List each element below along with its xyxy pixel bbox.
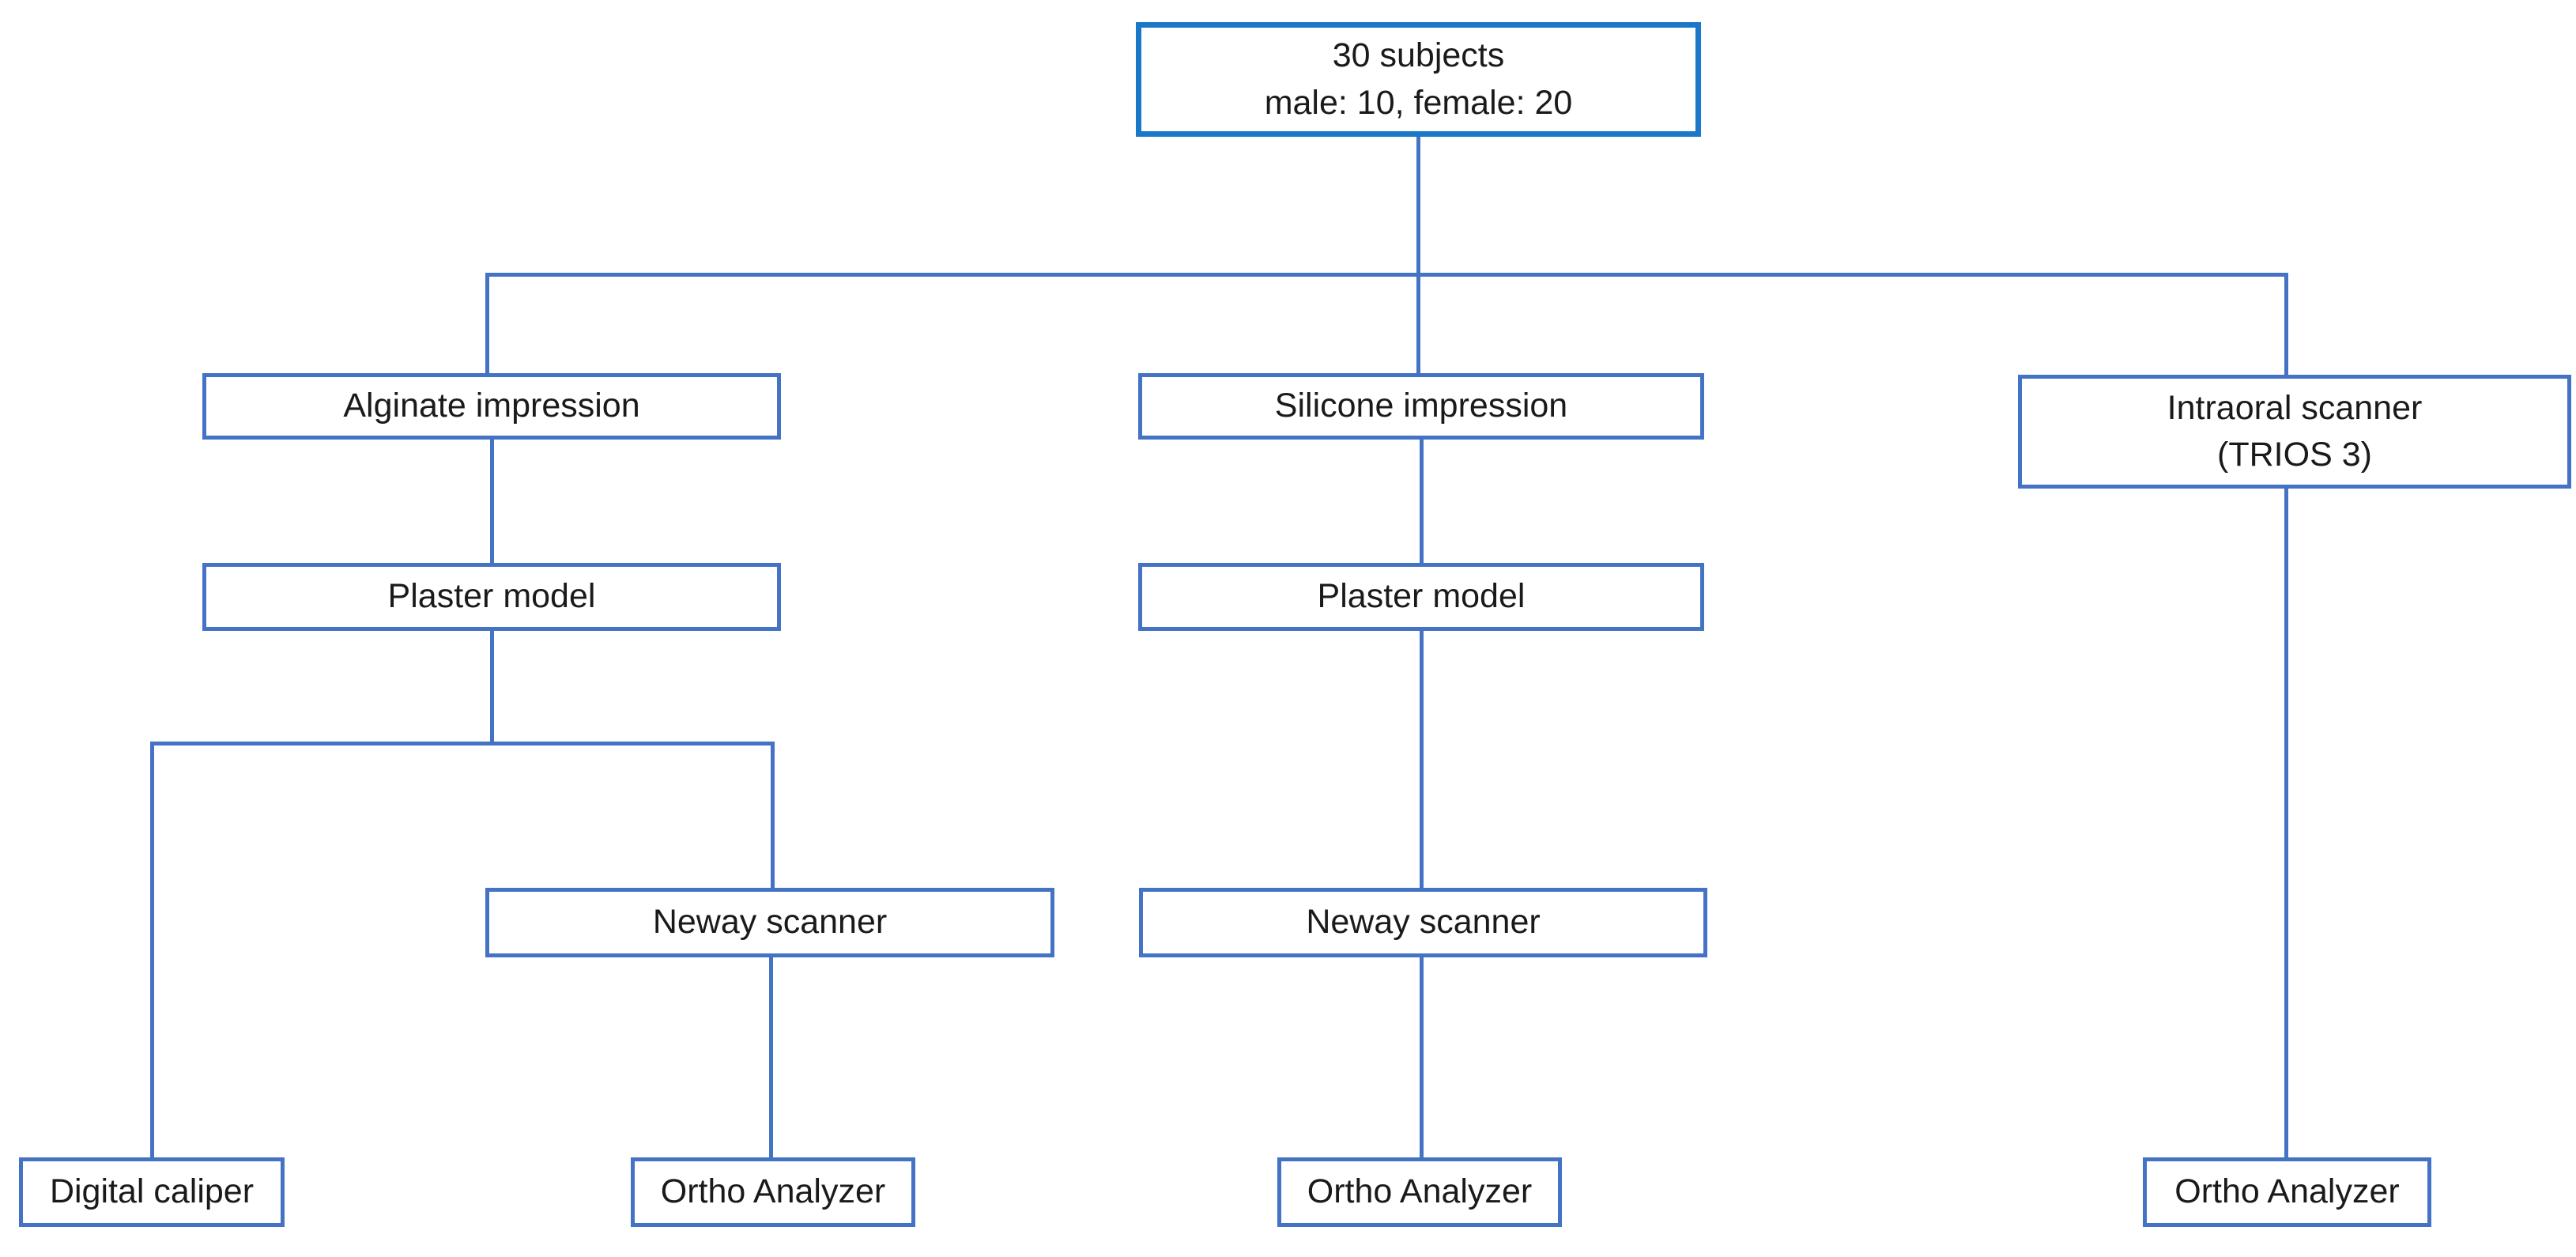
node-ortho-analyzer-right: Ortho Analyzer [2143,1157,2431,1227]
node-neway-scanner-left: Neway scanner [485,888,1054,957]
node-silicone-impression-label: Silicone impression [1274,387,1568,425]
node-plaster-model-middle-label: Plaster model [1317,577,1526,616]
connector-alginate-plaster [490,440,494,563]
node-ortho-analyzer-left-label: Ortho Analyzer [660,1172,886,1211]
node-ortho-analyzer-left: Ortho Analyzer [631,1157,915,1227]
node-neway-scanner-middle: Neway scanner [1139,888,1707,957]
node-alginate-impression-label: Alginate impression [343,387,640,425]
connector-neway-ortho-left [769,957,773,1159]
connector-to-intraoral [2284,273,2288,376]
node-digital-caliper: Digital caliper [19,1157,285,1227]
node-30-subjects-line1: 30 subjects [1332,36,1505,75]
node-neway-scanner-left-label: Neway scanner [652,903,888,942]
connector-to-digital-caliper [150,742,154,1159]
node-plaster-model-middle: Plaster model [1138,563,1704,631]
node-silicone-impression: Silicone impression [1138,373,1704,440]
node-30-subjects: 30 subjects male: 10, female: 20 [1136,22,1701,137]
connector-root-down [1416,137,1420,276]
connector-split-left [150,742,775,746]
node-alginate-impression: Alginate impression [202,373,781,440]
node-intraoral-scanner: Intraoral scanner (TRIOS 3) [2018,375,2571,489]
connector-to-neway-left [771,742,775,889]
node-neway-scanner-middle-label: Neway scanner [1306,903,1541,942]
node-ortho-analyzer-middle: Ortho Analyzer [1277,1157,1562,1227]
connector-intraoral-ortho-right [2284,489,2288,1159]
connector-plaster-neway-mid [1420,629,1424,889]
node-ortho-analyzer-middle-label: Ortho Analyzer [1307,1172,1533,1211]
connector-silicone-plaster [1420,440,1424,563]
node-intraoral-scanner-line1: Intraoral scanner [2167,388,2423,427]
node-intraoral-scanner-line2: (TRIOS 3) [2217,436,2372,474]
connector-distributor [485,273,2288,277]
node-ortho-analyzer-right-label: Ortho Analyzer [2174,1172,2400,1211]
node-digital-caliper-label: Digital caliper [49,1172,255,1211]
connector-to-silicone [1416,273,1420,375]
node-plaster-model-left: Plaster model [202,563,781,631]
node-30-subjects-line2: male: 10, female: 20 [1264,83,1573,122]
connector-plaster-left-down [490,629,494,744]
node-plaster-model-left-label: Plaster model [387,577,596,616]
connector-to-alginate [485,273,489,375]
connector-neway-ortho-mid [1420,957,1424,1159]
